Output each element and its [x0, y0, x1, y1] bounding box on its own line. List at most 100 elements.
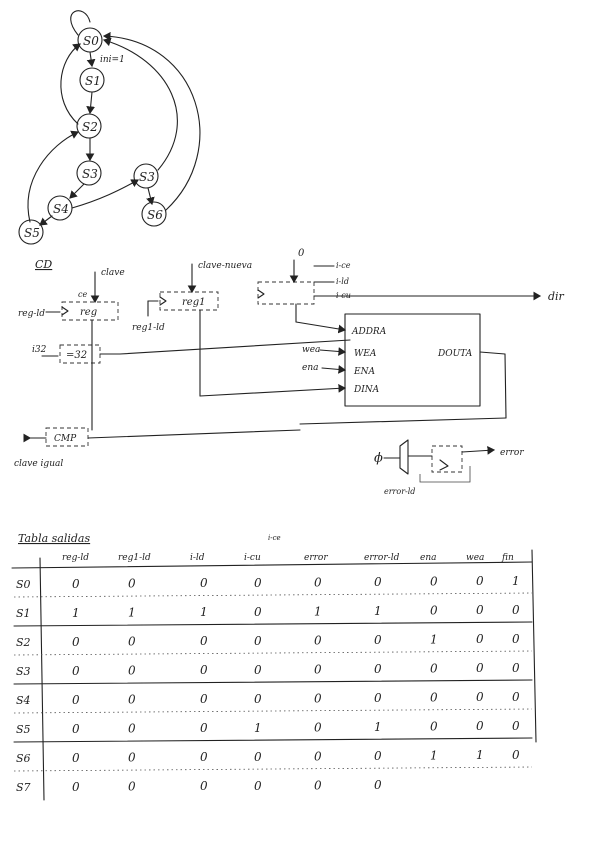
table-cell: 1 [314, 604, 322, 618]
table-cell: 0 [254, 576, 262, 590]
table-cell: 0 [374, 662, 382, 676]
table-cell: 0 [254, 663, 262, 677]
state-s5: S5 [18, 219, 44, 245]
table-cell: 0 [314, 749, 322, 763]
reg1-ld-label: reg1-ld [132, 323, 165, 333]
table-cell: 0 [254, 605, 262, 619]
table-cell: 1 [72, 606, 80, 620]
row-rule [13, 766, 533, 772]
table-cell: 0 [374, 749, 382, 763]
table-cell: 0 [72, 693, 80, 707]
port-dina: DINA [353, 385, 380, 395]
row-label: S4 [16, 694, 31, 707]
table-cell: 0 [512, 603, 520, 617]
table-cell: 0 [72, 664, 80, 678]
table-cell: 0 [374, 575, 382, 589]
table-cell: 0 [128, 577, 136, 591]
table-cell: 0 [200, 634, 208, 648]
port-douta: DOUTA [437, 349, 473, 359]
table-cell: 0 [72, 577, 80, 591]
table-cell: 0 [512, 719, 520, 733]
datapath: CD reg clave ce reg-ld reg1 clave-nueva … [14, 248, 565, 496]
table-cell: 0 [128, 722, 136, 736]
table-cell: 0 [512, 632, 520, 646]
cmp32-label: =32 [66, 350, 87, 361]
table-cell: 0 [476, 603, 484, 617]
clave-nueva-label: clave-nueva [198, 261, 252, 271]
table-cell: 0 [374, 633, 382, 647]
table-cell: 0 [314, 575, 322, 589]
column-header: i-cu [244, 553, 261, 563]
table-cell: 0 [374, 778, 382, 792]
row-rule [13, 708, 533, 714]
state-s1: S1 [79, 67, 105, 93]
error-label: error [500, 448, 524, 458]
svg-text:S3: S3 [139, 170, 155, 184]
table-cell: 1 [374, 604, 382, 618]
svg-text:S0: S0 [83, 34, 99, 48]
row-rule [13, 621, 533, 627]
table-cell: 0 [128, 751, 136, 765]
cero-label: 0 [298, 248, 305, 259]
error-ld-label: error-ld [384, 487, 415, 496]
row-label: S2 [16, 636, 31, 649]
table-cell: 0 [430, 691, 438, 705]
table-cell: 0 [254, 634, 262, 648]
clave-igual-label: clave igual [14, 459, 63, 469]
state-s3: S3 [76, 160, 102, 186]
table-grid [11, 549, 537, 801]
cd-label: CD [35, 258, 52, 271]
edge-s6-s0 [102, 31, 201, 211]
i32-label: i32 [32, 345, 47, 355]
table-cell: 0 [512, 748, 520, 762]
table-cell: 0 [128, 664, 136, 678]
table-cell: 0 [476, 661, 484, 675]
row-label: S5 [16, 723, 31, 736]
table-cell: 0 [72, 722, 80, 736]
table-cell: 1 [430, 633, 438, 647]
edge-s4-s5 [39, 215, 53, 226]
column-header: wea [466, 553, 484, 563]
table-cell: 0 [254, 692, 262, 706]
table-cell: 1 [128, 606, 136, 620]
column-header: i-ld [190, 553, 205, 563]
edge-s4-s3r [71, 179, 139, 209]
table-cell: 0 [512, 690, 520, 704]
wea-label: wea [302, 345, 320, 355]
s0-self-loop [70, 10, 91, 36]
table-cell: 0 [430, 662, 438, 676]
column-header: fin [501, 553, 514, 563]
error-flipflop: ϕ error error-ld [374, 439, 524, 496]
table-cell: 0 [476, 574, 484, 588]
column-header: reg1-ld [118, 553, 151, 563]
table-cell: 0 [200, 721, 208, 735]
table-cell: 0 [200, 692, 208, 706]
table-cell: 0 [254, 750, 262, 764]
table-cell: 0 [200, 663, 208, 677]
row-label: S7 [16, 781, 31, 794]
row-label-separator [39, 557, 45, 801]
state-s0: S0 [77, 27, 103, 53]
column-header: reg-ld [62, 553, 89, 563]
row-label: S1 [16, 607, 31, 620]
table-cell: 0 [72, 780, 80, 794]
state-s4: S4 [47, 195, 73, 221]
table-cell: 0 [476, 690, 484, 704]
state-diagram: S0 ini=1 S1 S2 S3 S4 S5 S3 S6 [18, 10, 201, 245]
memory-block [344, 313, 481, 407]
table-cell: 0 [476, 632, 484, 646]
clave-label: clave [101, 268, 125, 278]
ena-label: ena [302, 363, 319, 373]
ce-label: ce [78, 290, 87, 299]
svg-text:S4: S4 [53, 202, 69, 216]
svg-text:S6: S6 [147, 208, 163, 222]
port-ena: ENA [353, 367, 375, 377]
counter-box [257, 281, 315, 305]
row-rule [13, 592, 533, 598]
dir-label: dir [548, 290, 565, 303]
table-cell: 1 [430, 749, 438, 763]
table-title: Tabla salidas [18, 532, 90, 545]
